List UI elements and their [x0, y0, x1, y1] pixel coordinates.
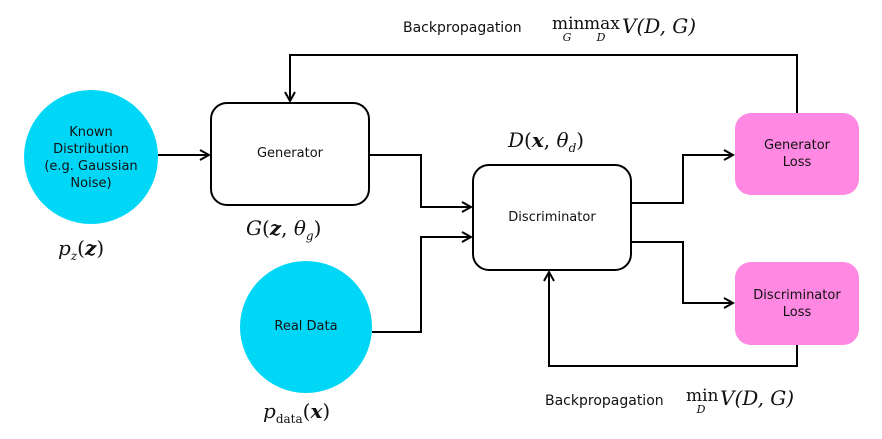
known-distribution-circle [24, 90, 158, 224]
generator-loss-label: Generator Loss [763, 138, 830, 170]
arrow-realdata-to-discriminator [372, 237, 471, 333]
arrow-backprop-to-discriminator [549, 272, 798, 367]
known-distribution-label: Known Distribution (e.g. Gaussian Noise) [44, 125, 138, 191]
generator-loss-box [735, 113, 859, 195]
discriminator-label: Discriminator [508, 210, 596, 225]
pdata-math: pdata(x) [263, 399, 331, 426]
arrow-backprop-to-generator [290, 54, 798, 113]
discriminator-loss-box [735, 262, 859, 345]
real-data-label: Real Data [274, 319, 338, 334]
pz-math: pz(z) [58, 236, 105, 263]
arrow-generator-to-discriminator [369, 154, 471, 207]
real-data-circle [240, 261, 372, 393]
backprop-bottom-label: Backpropagation [545, 393, 664, 409]
arrow-discriminator-to-discriminator-loss [631, 241, 733, 303]
arrow-discriminator-to-generator-loss [631, 155, 733, 204]
discriminator-function-math: D(x, θd) [508, 128, 585, 155]
generator-function-math: G(z, θg) [246, 216, 322, 243]
generator-label: Generator [256, 146, 323, 161]
backprop-top-label: Backpropagation [403, 20, 522, 36]
discriminator-loss-label: Discriminator Loss [753, 288, 841, 320]
